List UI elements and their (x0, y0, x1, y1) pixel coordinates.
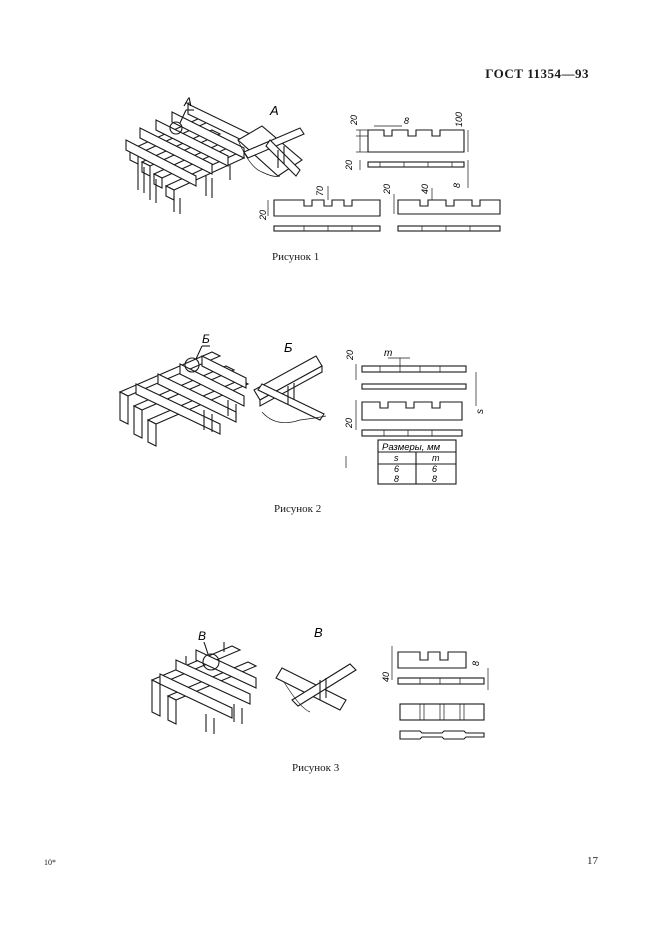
figure2-size-table: Размеры, мм s m 6 6 8 8 (382, 442, 441, 484)
table-cell: 6 (432, 464, 437, 474)
figure1-dimensions: 20 8 100 20 8 70 20 20 40 (258, 112, 464, 221)
page-number: 17 (587, 855, 598, 867)
dim-s: s (475, 409, 486, 414)
footer-sheet-mark: 10* (44, 858, 56, 867)
table-cell: 8 (394, 474, 399, 484)
figure1-callout-label: А (183, 95, 192, 109)
dim-20-top: 20 (349, 115, 359, 126)
dim-8-mid: 8 (452, 183, 462, 188)
dim-20-mid: 20 (344, 160, 354, 171)
dim-70: 70 (315, 186, 325, 196)
dim-8: 8 (471, 661, 481, 666)
table-header-s: s (394, 453, 399, 463)
table-title: Размеры, мм (382, 442, 441, 453)
figure1-detail-drawing (237, 125, 305, 177)
figure2-detail-drawing (253, 355, 327, 423)
figure3-detail-drawing (275, 663, 357, 713)
figure2-grating-drawing (118, 345, 250, 447)
dim-8-top: 8 (404, 116, 409, 126)
figure3-callout-label: В (198, 629, 206, 643)
figure2-caption: Рисунок 2 (274, 503, 322, 515)
figure3-plate-drawings (391, 646, 489, 740)
table-cell: 8 (432, 474, 437, 484)
dim-m: m (384, 348, 392, 359)
figure2-callout-label: Б (202, 332, 210, 346)
figure3-grating-drawing (150, 641, 258, 734)
figure1-plate-drawings (267, 125, 501, 232)
figure1-grating-drawing (125, 103, 251, 214)
figure3-caption: Рисунок 3 (292, 762, 340, 774)
figure2-dimensions: 20 m s 20 (344, 348, 486, 429)
document-header: ГОСТ 11354—93 (485, 66, 589, 81)
dim-40: 40 (420, 184, 430, 194)
figure1-caption: Рисунок 1 (272, 251, 320, 263)
dim-20-left: 20 (258, 210, 268, 221)
figure3-dimensions: 40 8 (381, 661, 481, 682)
dim-20-right: 20 (382, 184, 392, 195)
table-header-m: m (432, 453, 440, 463)
dim-20-bottom: 20 (344, 418, 354, 429)
table-cell: 6 (394, 464, 399, 474)
figure1-detail-label: А (269, 103, 279, 118)
dim-20-top: 20 (345, 350, 355, 361)
figure2-detail-label: Б (284, 340, 293, 355)
dim-100: 100 (454, 112, 464, 127)
figure2-plate-drawings (345, 357, 477, 485)
figure3-detail-label: В (314, 625, 323, 640)
dim-40: 40 (381, 672, 391, 682)
